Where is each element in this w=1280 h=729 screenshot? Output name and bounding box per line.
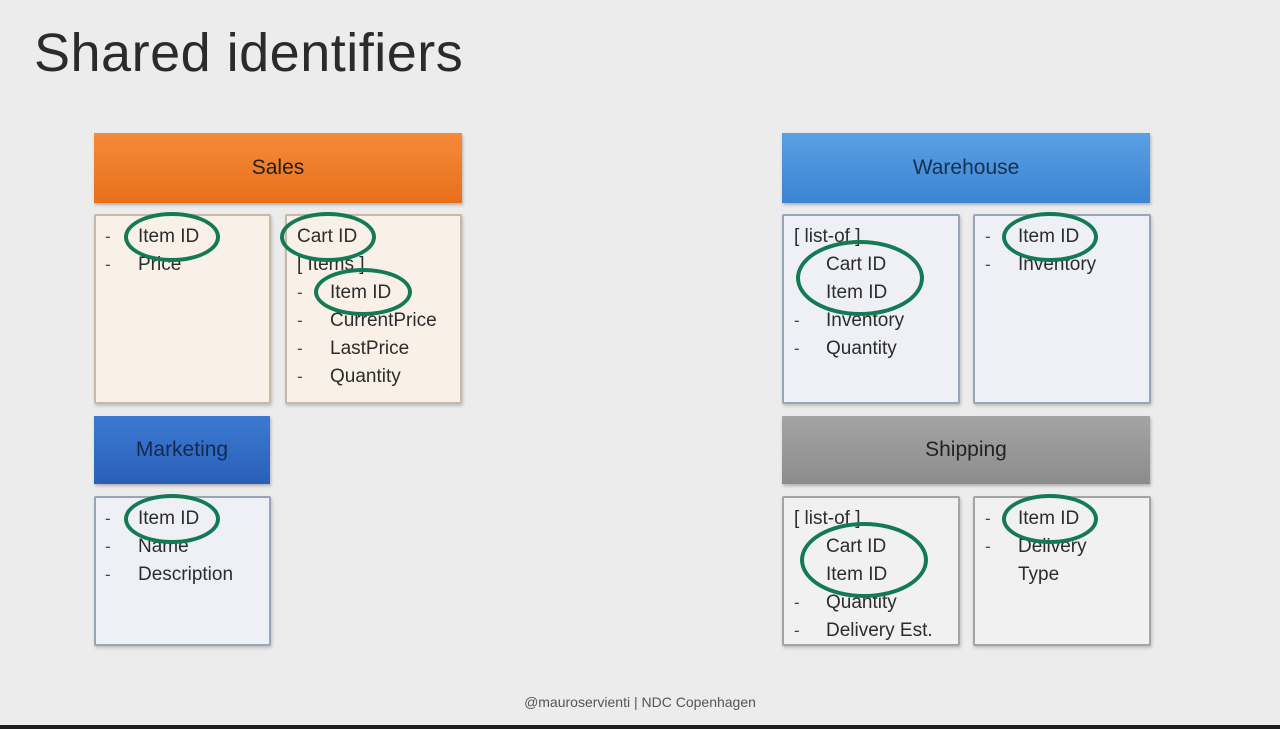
highlight-ellipse-marketing-item-id: [124, 494, 220, 544]
warehouse-item-dash-1: -: [985, 227, 991, 246]
sales-cart-dash-3: -: [297, 339, 303, 358]
shipping-header: Shipping: [782, 416, 1150, 484]
sales-item-dash-2: -: [105, 255, 111, 274]
shipping-header-label: Shipping: [925, 438, 1007, 461]
sales-cart-dash-4: -: [297, 367, 303, 386]
shipping-delivery-est: Delivery Est.: [826, 620, 933, 641]
highlight-ellipse-sales-cart-item-id: [314, 268, 412, 316]
sales-header-label: Sales: [251, 156, 305, 179]
highlight-ellipse-shipping-list: [800, 522, 928, 598]
warehouse-quantity: Quantity: [826, 338, 897, 359]
sales-cart-last-price: LastPrice: [330, 338, 410, 359]
warehouse-dash-2: -: [794, 339, 800, 358]
highlight-ellipse-sales-cart-id: [280, 212, 376, 262]
highlight-ellipse-warehouse-list: [796, 240, 924, 316]
warehouse-inventory: Inventory: [826, 310, 905, 331]
marketing-dash-1: -: [105, 509, 111, 528]
highlight-ellipse-warehouse-item-id: [1002, 212, 1098, 262]
sales-cart-dash-2: -: [297, 311, 303, 330]
marketing-header-label: Marketing: [135, 438, 229, 461]
sales-item-dash-1: -: [105, 227, 111, 246]
warehouse-item-dash-2: -: [985, 255, 991, 274]
footer-credit: @mauroservienti | NDC Copenhagen: [524, 694, 756, 710]
shipping-quantity: Quantity: [826, 592, 897, 613]
marketing-dash-2: -: [105, 537, 111, 556]
marketing-header: Marketing: [94, 416, 270, 484]
warehouse-header-label: Warehouse: [912, 156, 1020, 179]
marketing-description: Description: [138, 564, 234, 585]
highlight-ellipse-sales-item-id: [124, 212, 220, 262]
sales-cart-dash-1: -: [297, 283, 303, 302]
slide-title: Shared identifiers: [34, 23, 464, 83]
shipping-item-dash-2: -: [985, 537, 991, 556]
shipping-type: Type: [1018, 564, 1060, 585]
sales-header: Sales: [94, 133, 462, 203]
shipping-item-dash-1: -: [985, 509, 991, 528]
warehouse-dash-1: -: [794, 311, 800, 330]
marketing-dash-3: -: [105, 565, 111, 584]
sales-cart-quantity: Quantity: [330, 366, 401, 387]
shipping-dash-1: -: [794, 593, 800, 612]
highlight-ellipse-shipping-item-id: [1002, 494, 1098, 544]
shipping-dash-2: -: [794, 621, 800, 640]
warehouse-item-box: [973, 214, 1151, 404]
warehouse-header: Warehouse: [782, 133, 1150, 203]
bottom-rule: [0, 725, 1280, 729]
